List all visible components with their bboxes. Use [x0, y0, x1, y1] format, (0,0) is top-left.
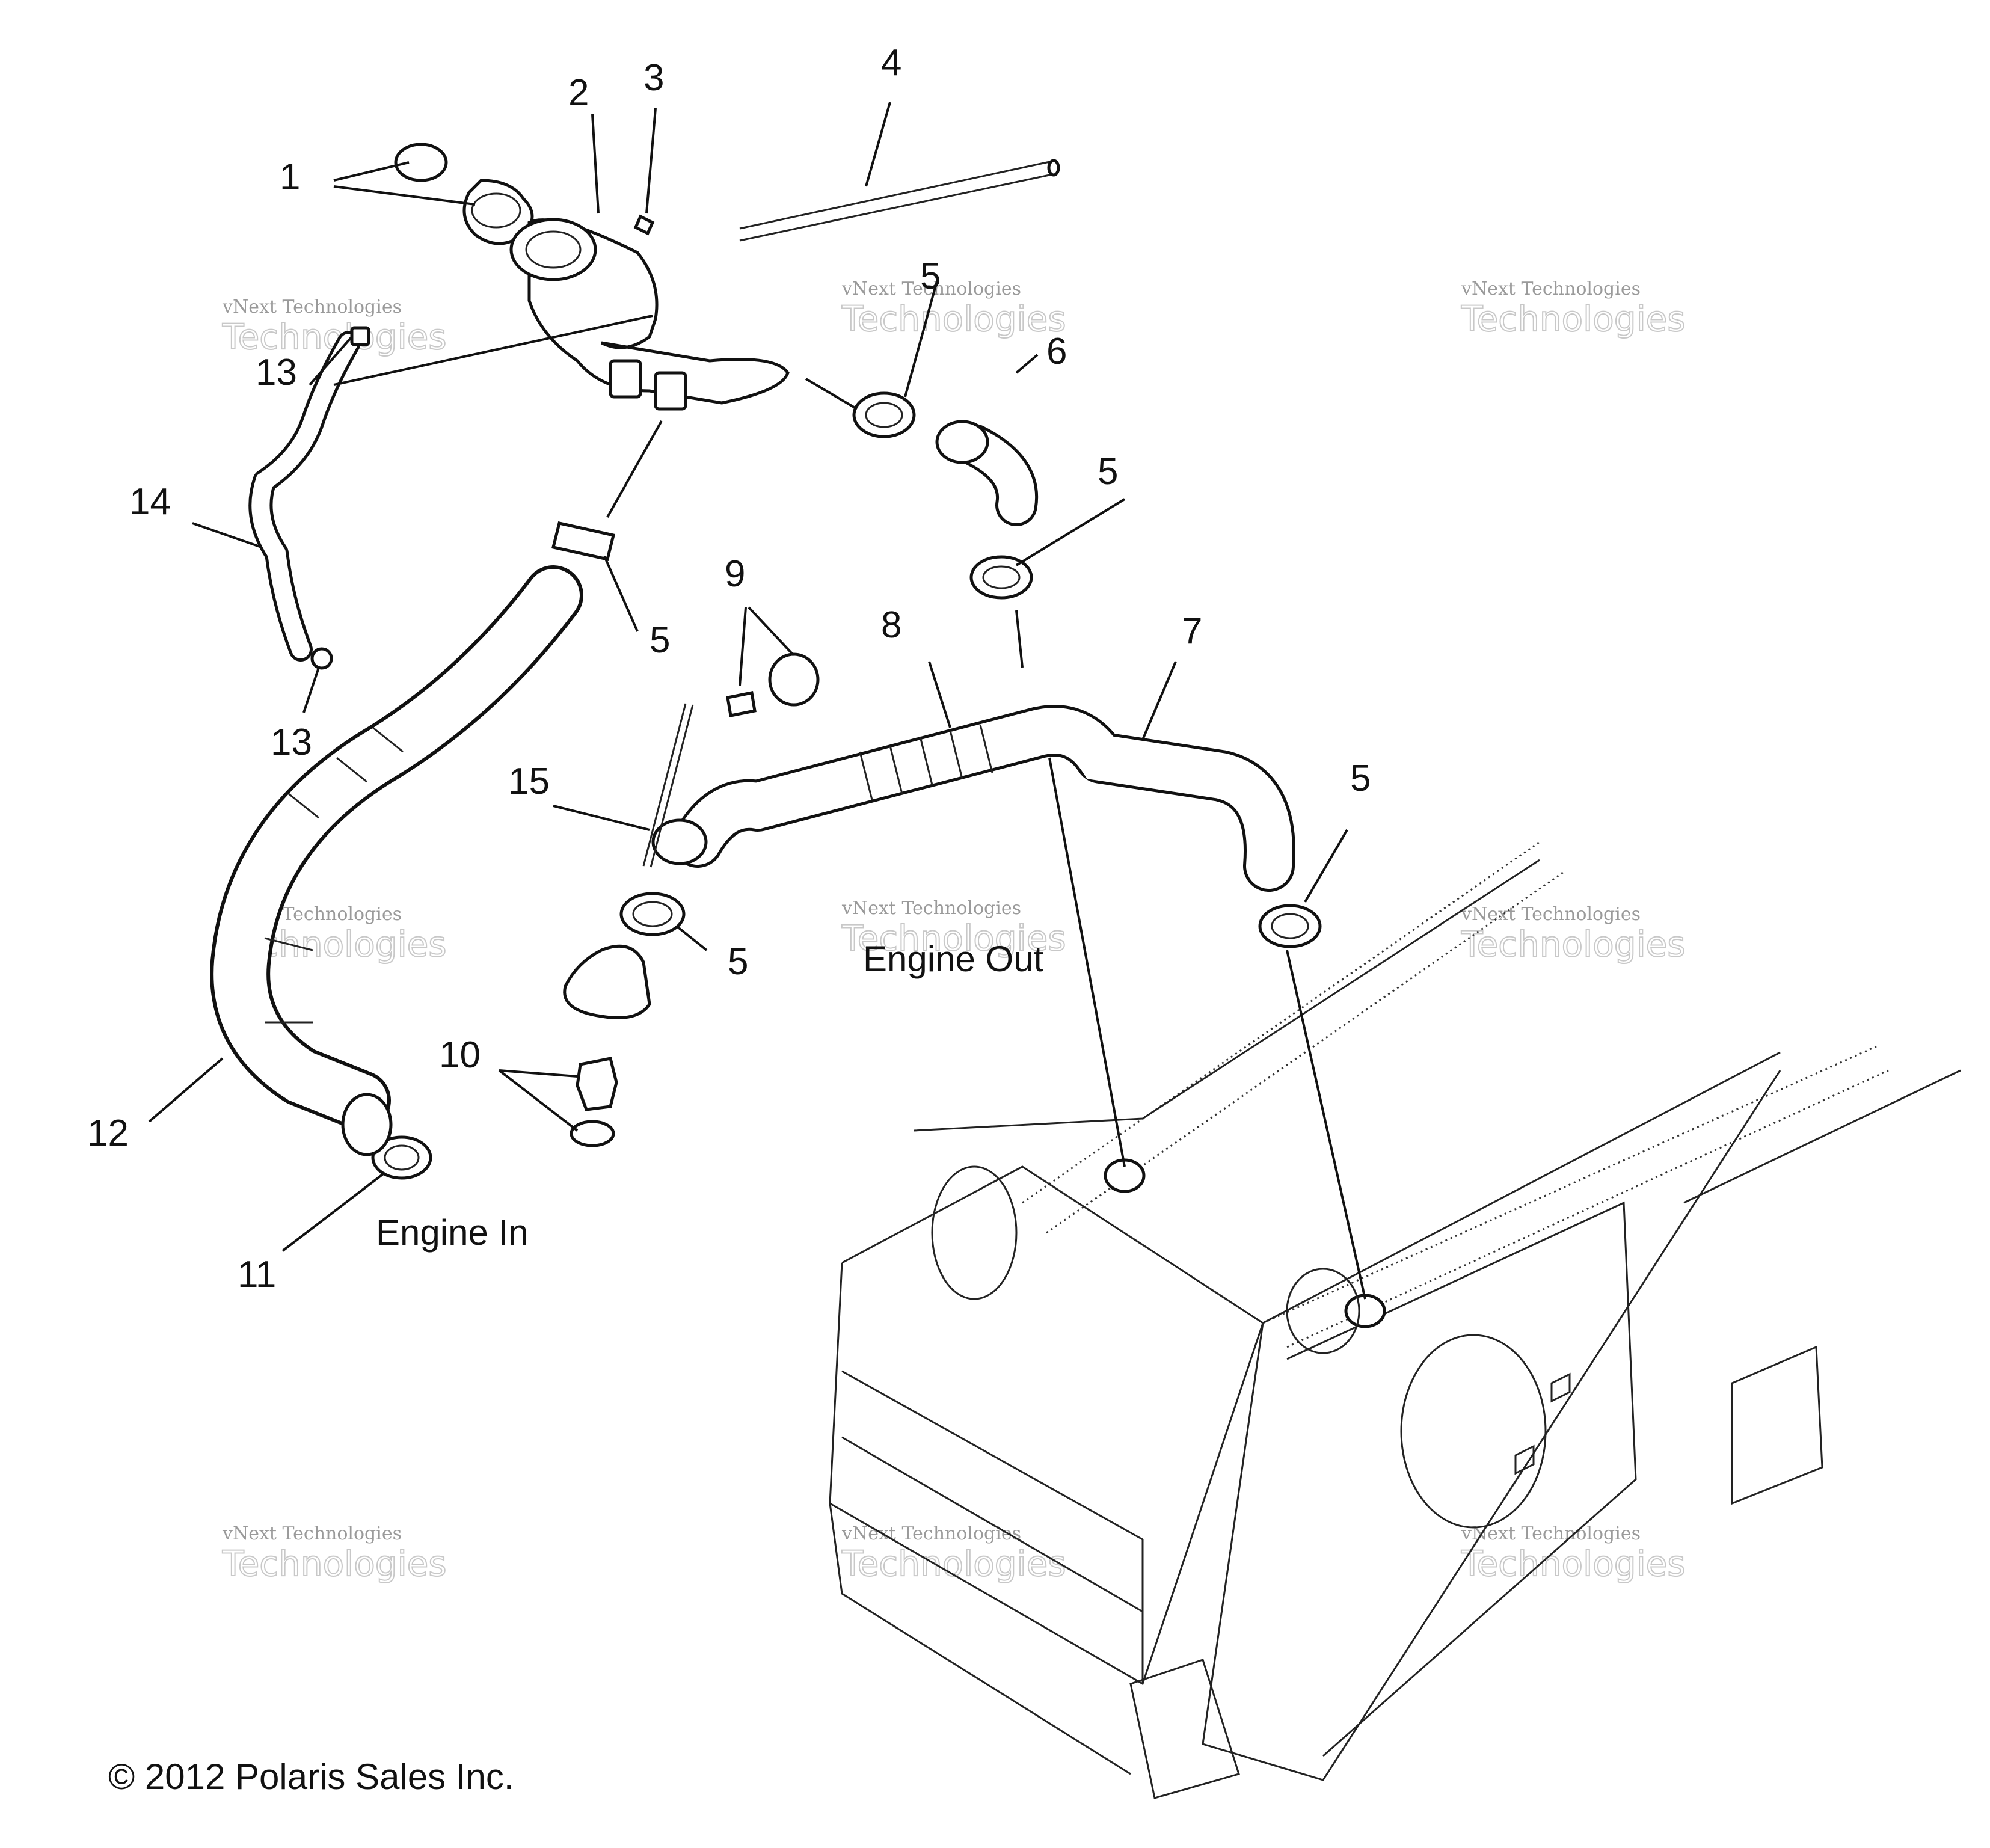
watermark-outline: Technologies: [841, 1543, 1066, 1584]
hose-clamp: [551, 521, 616, 561]
callout-2: 2: [568, 72, 589, 114]
callout-10: 10: [439, 1034, 481, 1076]
callout-3: 3: [643, 57, 664, 99]
hose-elbow: [935, 420, 1039, 526]
callout-1: 1: [280, 156, 300, 198]
watermark-line: vNext Technologies: [222, 296, 402, 318]
watermark-outline: Technologies: [1461, 298, 1686, 339]
hose-clamp: [619, 892, 686, 936]
engine-in-hose: [210, 565, 583, 1156]
watermark-outline: Technologies: [841, 298, 1066, 339]
hose-clamp: [1258, 904, 1322, 948]
watermark: vNext Technologies Technologies: [1460, 1523, 1686, 1585]
callout-13: 13: [271, 722, 312, 763]
cable-tie: [642, 703, 694, 868]
vent-tube: [739, 159, 1060, 242]
callout-6: 6: [1046, 331, 1067, 372]
engine-out-caption: Engine Out: [863, 939, 1044, 979]
watermark: vNext Technologies Technologies: [841, 278, 1067, 340]
coolant-tank: [509, 218, 790, 411]
callout-8: 8: [881, 604, 901, 646]
engine-out-hose: [651, 705, 1295, 892]
watermark: vNext Technologies Technologies: [221, 1523, 447, 1585]
engine-chassis: [829, 841, 1961, 1799]
callout-7: 7: [1182, 610, 1202, 652]
callout-5: 5: [920, 256, 941, 297]
watermark: vNext Technologies Technologies: [841, 1523, 1067, 1585]
callout-12: 12: [87, 1113, 129, 1154]
watermark: vNext Technologies Technologies: [1460, 904, 1686, 965]
hose-clip: [726, 652, 820, 717]
watermark-outline: Technologies: [1461, 1543, 1686, 1584]
watermark-line: vNext Technologies: [1461, 904, 1641, 925]
callout-14: 14: [129, 481, 171, 523]
watermark: vNext Technologies Technologies: [1460, 278, 1686, 340]
hose-clamp: [852, 391, 916, 438]
watermark-outline: Technologies: [841, 918, 1066, 959]
leader-lines: [148, 102, 1366, 1300]
callout-numbers: 1 2 3 4 5 5 5 5 5 6 7 8 9 10 11 12 13 13…: [87, 42, 1371, 1295]
watermark-line: vNext Technologies: [841, 278, 1021, 299]
radiator-cap: [394, 143, 534, 245]
watermarks: vNext Technologies Technologies vNext Te…: [221, 278, 1686, 1585]
thermostat-housing: [563, 944, 651, 1019]
watermark: vNext Technologies Technologies: [841, 898, 1067, 959]
hose-clamp: [371, 1135, 432, 1180]
bypass-hose: [248, 326, 370, 670]
engine-in-caption: Engine In: [376, 1212, 529, 1253]
watermark-outline: Technologies: [222, 1543, 447, 1584]
watermark-line: vNext Technologies: [1461, 278, 1641, 299]
callout-4: 4: [881, 42, 901, 84]
copyright-notice: © 2012 Polaris Sales Inc.: [108, 1757, 514, 1797]
callout-5: 5: [650, 619, 670, 661]
watermark: vNext Technologies Technologies: [221, 296, 447, 358]
callout-5: 5: [728, 941, 748, 983]
watermark-line: vNext Technologies: [1461, 1523, 1641, 1544]
thermostat: [570, 1057, 618, 1147]
hose-clamp: [969, 555, 1033, 600]
tank-screw: [633, 214, 655, 236]
watermark-line: vNext Technologies: [222, 1523, 402, 1544]
callout-15: 15: [508, 761, 550, 802]
watermark-line: vNext Technologies: [841, 898, 1021, 919]
callout-11: 11: [238, 1254, 276, 1295]
callout-5: 5: [1350, 758, 1371, 799]
callout-9: 9: [725, 553, 745, 595]
callout-5: 5: [1098, 451, 1118, 493]
watermark-outline: Technologies: [1461, 924, 1686, 965]
callout-13: 13: [256, 352, 297, 393]
